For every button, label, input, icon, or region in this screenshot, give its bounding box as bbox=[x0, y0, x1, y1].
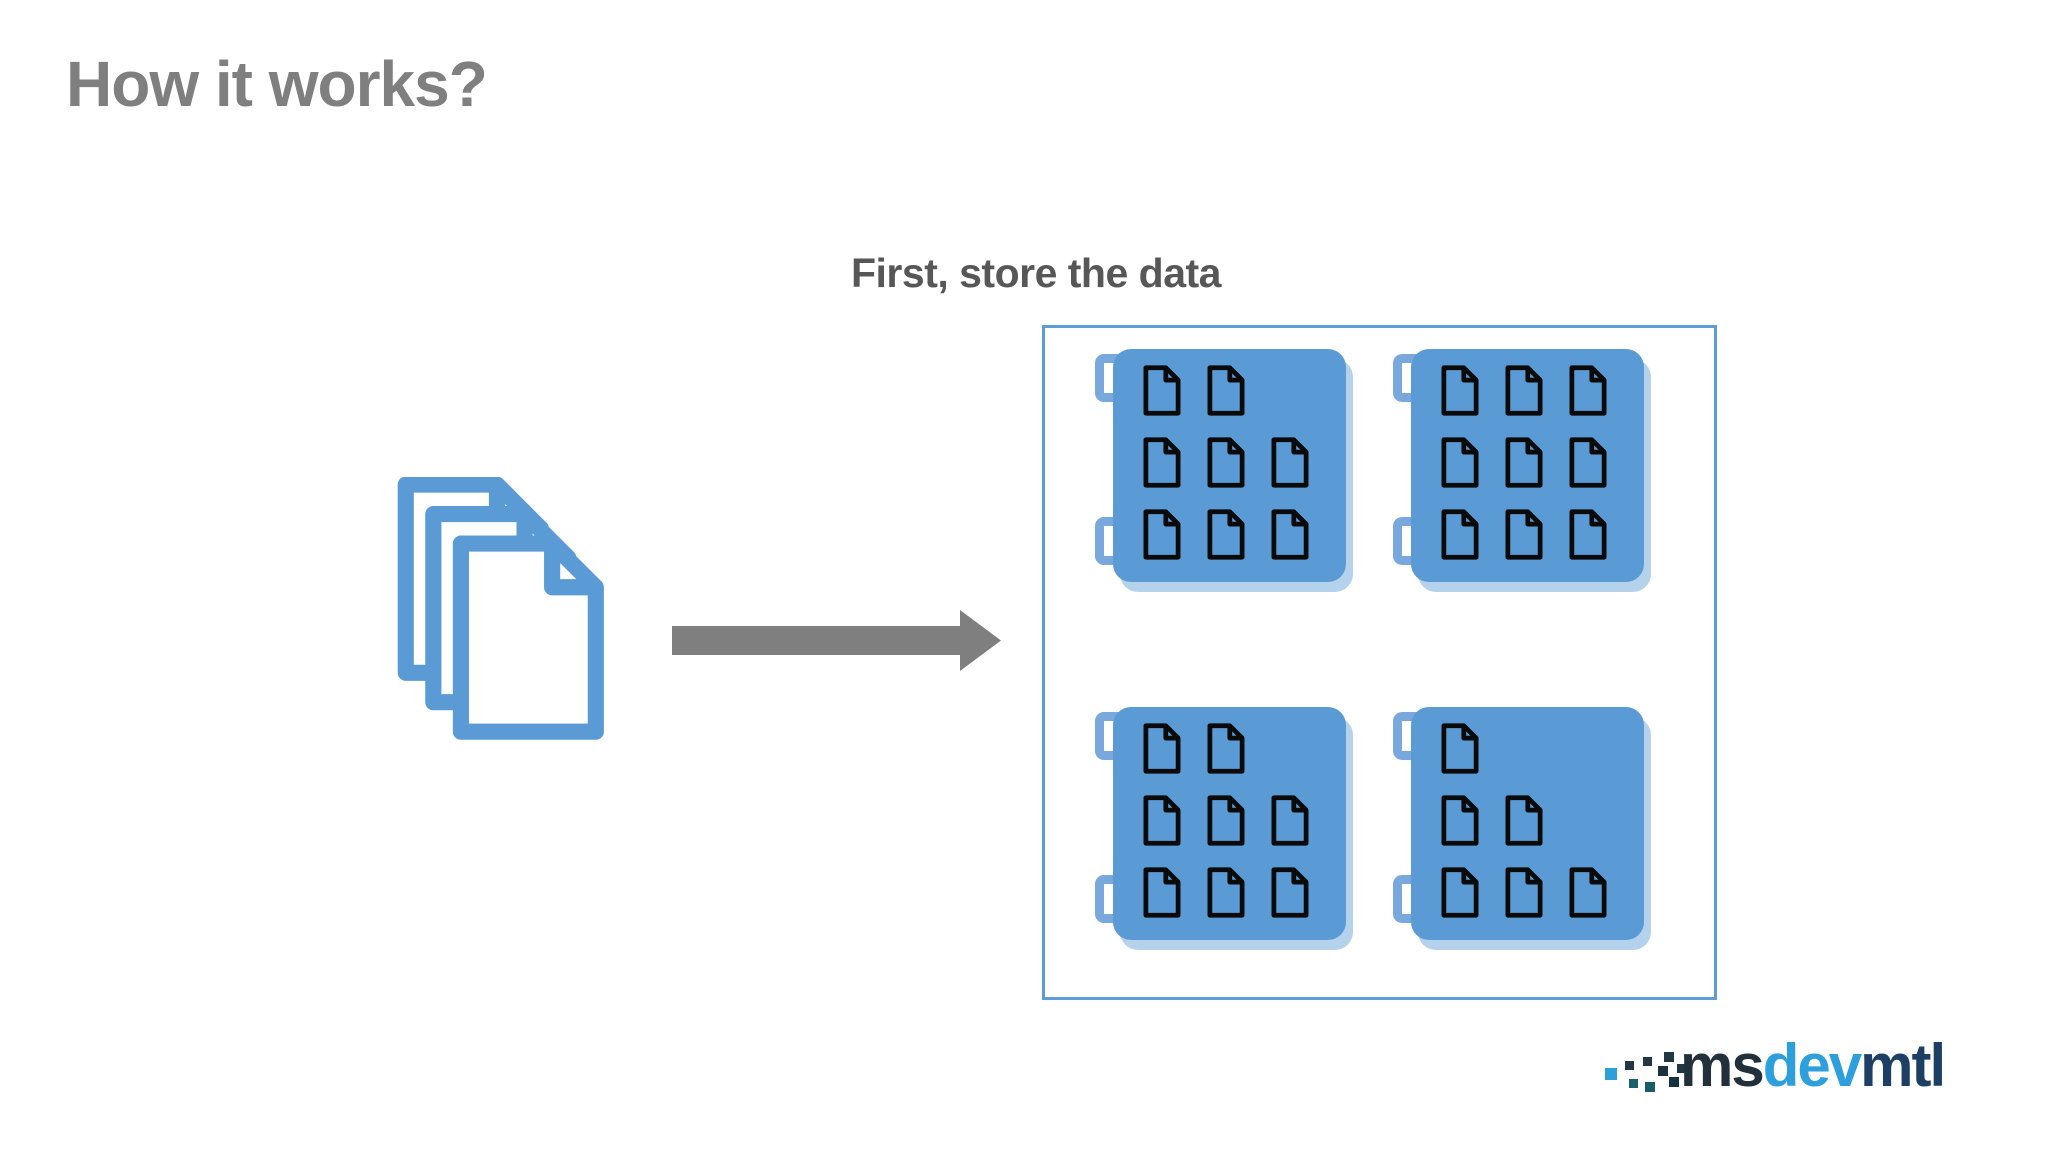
document-icon bbox=[1143, 867, 1181, 918]
document-icon bbox=[1143, 365, 1181, 416]
storage-block-body bbox=[1411, 349, 1644, 582]
doc-cell bbox=[1139, 363, 1203, 435]
document-icon bbox=[1505, 437, 1543, 488]
logo-pixel-dot bbox=[1664, 1052, 1674, 1062]
doc-cell bbox=[1267, 865, 1331, 937]
storage-block-4 bbox=[1393, 707, 1644, 940]
doc-cell bbox=[1565, 363, 1629, 435]
document-icon bbox=[1207, 437, 1245, 488]
document-icon bbox=[1505, 509, 1543, 560]
logo-pixel-dot bbox=[1643, 1057, 1652, 1066]
logo-pixel-dot bbox=[1645, 1082, 1655, 1092]
doc-cell bbox=[1437, 865, 1501, 937]
doc-cell bbox=[1203, 865, 1267, 937]
doc-cell bbox=[1139, 865, 1203, 937]
doc-cell bbox=[1267, 435, 1331, 507]
storage-block-body bbox=[1113, 707, 1346, 940]
logo-text: msdevmtl bbox=[1680, 1036, 1946, 1096]
document-icon bbox=[1207, 509, 1245, 560]
doc-cell bbox=[1501, 793, 1565, 865]
document-icon bbox=[1441, 437, 1479, 488]
doc-cell bbox=[1203, 435, 1267, 507]
doc-cell bbox=[1139, 793, 1203, 865]
document-icon bbox=[1143, 723, 1181, 774]
document-icon bbox=[1441, 509, 1479, 560]
document-icon bbox=[1441, 795, 1479, 846]
document-icon bbox=[1143, 509, 1181, 560]
slide-title: How it works? bbox=[66, 48, 488, 120]
logo-pixel-dot bbox=[1677, 1064, 1686, 1073]
doc-cell bbox=[1565, 865, 1629, 937]
document-icon bbox=[1207, 365, 1245, 416]
empty-cell bbox=[1565, 721, 1629, 793]
document-icon bbox=[1569, 867, 1607, 918]
document-icon bbox=[1143, 437, 1181, 488]
doc-cell bbox=[1501, 435, 1565, 507]
doc-cell bbox=[1139, 435, 1203, 507]
doc-cell bbox=[1437, 793, 1501, 865]
storage-block-body bbox=[1113, 349, 1346, 582]
step-caption: First, store the data bbox=[851, 250, 1221, 296]
logo-pixel-dot bbox=[1605, 1068, 1617, 1080]
doc-cell bbox=[1437, 507, 1501, 579]
empty-cell bbox=[1267, 363, 1331, 435]
document-icon bbox=[1207, 867, 1245, 918]
logo-text-segment: dev bbox=[1762, 1032, 1862, 1099]
doc-cell bbox=[1437, 721, 1501, 793]
arrow-shape bbox=[672, 610, 1001, 671]
doc-cell bbox=[1501, 363, 1565, 435]
document-icon bbox=[1143, 795, 1181, 846]
document-icon bbox=[1207, 723, 1245, 774]
logo-pixel-dot bbox=[1669, 1077, 1679, 1087]
document-icon bbox=[1441, 365, 1479, 416]
document-icon bbox=[1441, 867, 1479, 918]
empty-cell bbox=[1267, 721, 1331, 793]
document-icon bbox=[1569, 365, 1607, 416]
doc-cell bbox=[1437, 435, 1501, 507]
doc-cell bbox=[1565, 507, 1629, 579]
document-icon bbox=[1271, 509, 1309, 560]
storage-cluster-box bbox=[1042, 325, 1717, 1000]
doc-cell bbox=[1267, 793, 1331, 865]
logo-text-segment: mtl bbox=[1860, 1032, 1946, 1099]
document-icon bbox=[1207, 795, 1245, 846]
doc-cell bbox=[1501, 507, 1565, 579]
storage-block-1 bbox=[1095, 349, 1346, 582]
logo-pixel-dot bbox=[1629, 1079, 1638, 1088]
doc-cell bbox=[1139, 507, 1203, 579]
empty-cell bbox=[1501, 721, 1565, 793]
doc-cell bbox=[1203, 721, 1267, 793]
doc-cell bbox=[1203, 363, 1267, 435]
doc-cell bbox=[1267, 507, 1331, 579]
page-shape bbox=[452, 535, 604, 740]
document-icon bbox=[1569, 437, 1607, 488]
document-icon bbox=[1441, 723, 1479, 774]
document-icon bbox=[1505, 867, 1543, 918]
doc-cell bbox=[1565, 435, 1629, 507]
storage-block-2 bbox=[1393, 349, 1644, 582]
storage-block-body bbox=[1411, 707, 1644, 940]
arrow-right-icon bbox=[672, 610, 1001, 671]
document-icon bbox=[1505, 795, 1543, 846]
logo-pixel-dot bbox=[1658, 1066, 1668, 1076]
doc-cell bbox=[1203, 507, 1267, 579]
empty-cell bbox=[1565, 793, 1629, 865]
document-icon bbox=[1505, 365, 1543, 416]
document-icon bbox=[1271, 867, 1309, 918]
doc-cell bbox=[1501, 865, 1565, 937]
logo-pixel-dot bbox=[1625, 1061, 1634, 1070]
msdevmtl-logo: msdevmtl bbox=[1596, 1036, 2026, 1122]
logo-text-segment: ms bbox=[1680, 1032, 1765, 1099]
storage-block-3 bbox=[1095, 707, 1346, 940]
document-icon bbox=[1271, 795, 1309, 846]
doc-cell bbox=[1437, 363, 1501, 435]
doc-cell bbox=[1203, 793, 1267, 865]
document-icon bbox=[1271, 437, 1309, 488]
doc-cell bbox=[1139, 721, 1203, 793]
document-stack-icon bbox=[397, 477, 604, 740]
document-icon bbox=[1569, 509, 1607, 560]
